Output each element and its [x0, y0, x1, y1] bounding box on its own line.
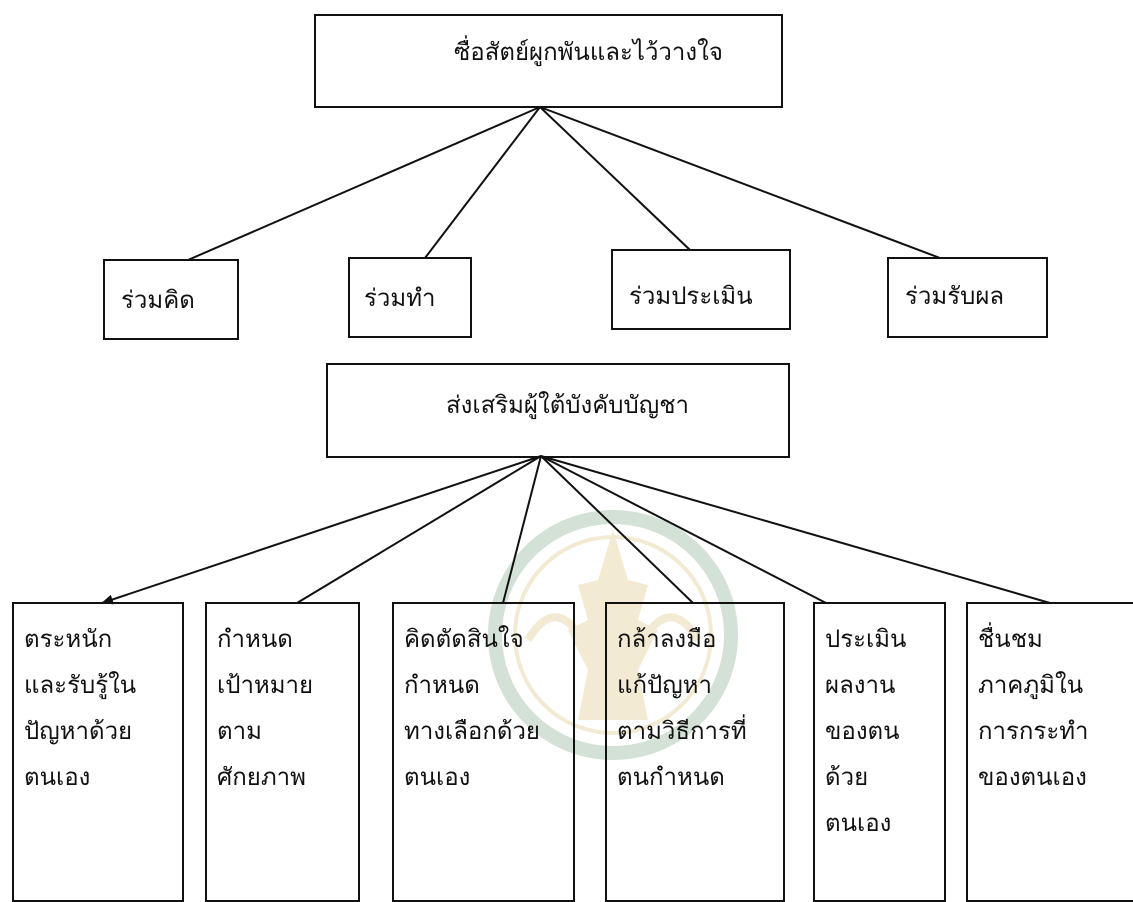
participation-label: ร่วมประเมิน [629, 282, 753, 310]
outcome-line: และรับรู้ใน [24, 671, 137, 699]
outcome-box-goal: กำหนด เป้าหมาย ตาม ศักยภาพ [205, 602, 360, 902]
outcome-line: ตระหนัก [24, 625, 113, 653]
outcome-line: ของตนเอง [978, 763, 1087, 791]
top-box: ซื่อสัตย์ผูกพันและไว้วางใจ [314, 14, 783, 108]
connector-line [296, 455, 542, 604]
outcome-line: ตนเอง [404, 763, 471, 791]
participation-label: ร่วมรับผล [905, 282, 1005, 310]
seal-watermark [488, 510, 738, 760]
outcome-line: ประเมิน [825, 625, 907, 653]
outcome-line: ภาคภูมิใน [978, 671, 1084, 699]
outcome-line: ศักยภาพ [217, 763, 306, 791]
participation-label: ร่วมคิด [121, 286, 195, 314]
outcome-line: กำหนด [217, 625, 293, 653]
connector-line [540, 455, 1051, 604]
outcome-line: การกระทำ [978, 717, 1089, 745]
middle-box: ส่งเสริมผู้ใต้บังคับบัญชา [326, 363, 790, 458]
top-box-label: ซื่อสัตย์ผูกพันและไว้วางใจ [454, 38, 723, 66]
outcome-line: กำหนด [404, 671, 480, 699]
connector-line [187, 106, 541, 261]
outcome-line: ตนกำหนด [617, 763, 725, 791]
outcome-line: แก้ปัญหา [617, 671, 712, 699]
outcome-box-decision: คิดตัดสินใจ กำหนด ทางเลือกด้วย ตนเอง [392, 602, 575, 902]
participation-box-do: ร่วมทำ [348, 257, 472, 338]
connector-line [502, 455, 542, 604]
outcome-line: ทางเลือกด้วย [404, 717, 540, 745]
outcome-line: ตนเอง [24, 763, 91, 791]
participation-box-evaluate: ร่วมประเมิน [611, 249, 791, 330]
outcome-box-awareness: ตระหนัก และรับรู้ใน ปัญหาด้วย ตนเอง [12, 602, 184, 902]
outcome-box-pride: ชื่นชม ภาคภูมิใน การกระทำ ของตนเอง [966, 602, 1133, 902]
connector-line [540, 455, 694, 604]
connector-line [424, 106, 541, 259]
outcome-line: ตามวิธีการที่ [617, 717, 747, 745]
outcome-line: คิดตัดสินใจ [404, 625, 524, 653]
connector-line [540, 455, 827, 604]
outcome-line: ด้วย [825, 763, 869, 791]
connector-line [539, 106, 941, 259]
outcome-box-action: กล้าลงมือ แก้ปัญหา ตามวิธีการที่ ตนกำหนด [605, 602, 785, 902]
connector-line [539, 106, 691, 251]
outcome-line: ตาม [217, 717, 262, 745]
outcome-line: เป้าหมาย [217, 671, 314, 699]
outcome-line: กล้าลงมือ [617, 625, 717, 653]
outcome-line: ของตน [825, 717, 900, 745]
outcome-line: ตนเอง [825, 809, 892, 837]
connector-arrow [101, 455, 542, 605]
outcome-box-self-evaluation: ประเมิน ผลงาน ของตน ด้วย ตนเอง [813, 602, 946, 902]
outcome-line: ผลงาน [825, 671, 896, 699]
outcome-line: ปัญหาด้วย [24, 717, 133, 745]
participation-label: ร่วมทำ [364, 284, 436, 312]
outcome-line: ชื่นชม [978, 625, 1043, 653]
participation-box-think: ร่วมคิด [103, 259, 239, 340]
middle-box-label: ส่งเสริมผู้ใต้บังคับบัญชา [446, 391, 689, 419]
participation-box-benefit: ร่วมรับผล [887, 257, 1048, 338]
